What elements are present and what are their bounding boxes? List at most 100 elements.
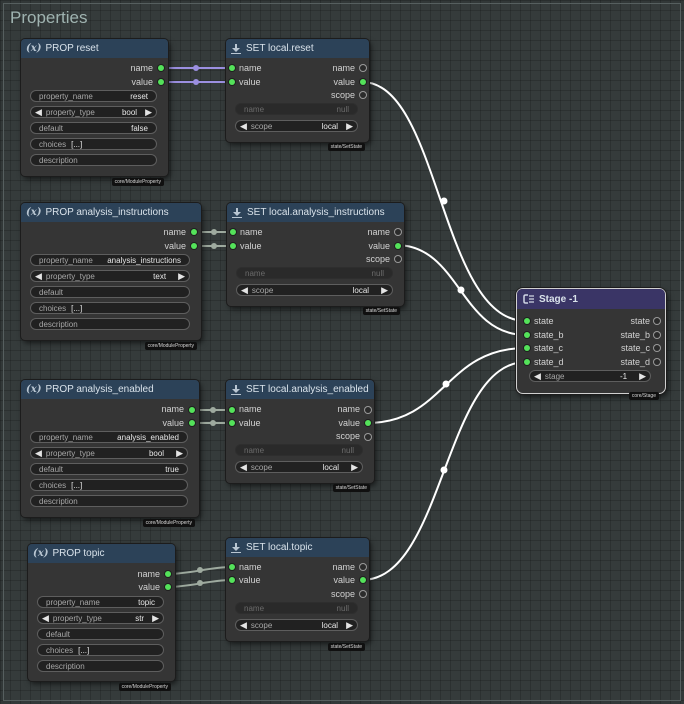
- choices-field[interactable]: choices[...]: [30, 138, 157, 150]
- node-header[interactable]: SET local.analysis_enabled: [226, 380, 374, 399]
- description-field[interactable]: description: [37, 660, 164, 672]
- output-dot-name[interactable]: [395, 229, 401, 235]
- input-dot-value[interactable]: [230, 243, 236, 249]
- set-node-analysis-enabled[interactable]: SET local.analysis_enabled name value na…: [226, 380, 374, 492]
- input-dot-state-b[interactable]: [524, 332, 530, 338]
- set-node-reset[interactable]: SET local.reset name value name value sc…: [226, 39, 369, 151]
- arrow-left-icon[interactable]: ◀: [35, 447, 42, 458]
- default-field[interactable]: default: [30, 286, 190, 298]
- node-header[interactable]: (x)PROP topic: [28, 544, 175, 563]
- arrow-left-icon[interactable]: ◀: [534, 370, 541, 381]
- output-dot-value[interactable]: [191, 243, 197, 249]
- node-header[interactable]: SET local.analysis_instructions: [227, 203, 404, 222]
- group-title[interactable]: Properties: [10, 8, 88, 27]
- node-header[interactable]: SET local.reset: [226, 39, 369, 58]
- output-dot-name[interactable]: [365, 407, 371, 413]
- output-dot-state-c[interactable]: [654, 345, 660, 351]
- choices-field[interactable]: choices[...]: [37, 644, 164, 656]
- output-dot-name[interactable]: [191, 229, 197, 235]
- arrow-right-icon[interactable]: ▶: [381, 284, 388, 295]
- input-dot-state-d[interactable]: [524, 359, 530, 365]
- description-field[interactable]: description: [30, 318, 190, 330]
- output-dot-name[interactable]: [165, 571, 171, 577]
- node-header[interactable]: Stage -1: [517, 289, 665, 309]
- output-dot-name[interactable]: [360, 65, 366, 71]
- node-header[interactable]: (x)PROP analysis_instructions: [21, 203, 201, 222]
- output-dot-state-b[interactable]: [654, 332, 660, 338]
- arrow-left-icon[interactable]: ◀: [42, 612, 49, 623]
- input-dot-value[interactable]: [229, 79, 235, 85]
- arrow-right-icon[interactable]: ▶: [178, 270, 185, 281]
- default-field[interactable]: default: [37, 628, 164, 640]
- arrow-left-icon[interactable]: ◀: [240, 619, 247, 630]
- node-header[interactable]: SET local.topic: [226, 538, 369, 557]
- node-header[interactable]: (x)PROP analysis_enabled: [21, 380, 199, 399]
- input-dot-value[interactable]: [229, 577, 235, 583]
- choices-field[interactable]: choices[...]: [30, 479, 188, 491]
- output-slot-name: name: [163, 227, 186, 237]
- description-field[interactable]: description: [30, 495, 188, 507]
- output-dot-value[interactable]: [360, 79, 366, 85]
- input-dot-name[interactable]: [229, 65, 235, 71]
- arrow-left-icon[interactable]: ◀: [240, 120, 247, 131]
- output-dot-name[interactable]: [158, 65, 164, 71]
- stage-combo[interactable]: ◀stage-1▶: [529, 370, 651, 382]
- input-dot-state[interactable]: [524, 318, 530, 324]
- input-dot-name[interactable]: [230, 229, 236, 235]
- prop-node-analysis-enabled[interactable]: (x)PROP analysis_enabled name value prop…: [21, 380, 199, 527]
- output-dot-scope[interactable]: [360, 92, 366, 98]
- arrow-right-icon[interactable]: ▶: [145, 106, 152, 117]
- set-node-topic[interactable]: SET local.topic name value name value sc…: [226, 538, 369, 651]
- output-dot-scope[interactable]: [395, 256, 401, 262]
- output-dot-value[interactable]: [165, 584, 171, 590]
- choices-field[interactable]: choices[...]: [30, 302, 190, 314]
- output-dot-value[interactable]: [365, 420, 371, 426]
- set-node-analysis-instructions[interactable]: SET local.analysis_instructions name val…: [227, 203, 404, 315]
- output-dot-scope[interactable]: [360, 591, 366, 597]
- arrow-left-icon[interactable]: ◀: [241, 284, 248, 295]
- properties-group[interactable]: Properties: [3, 3, 681, 701]
- arrow-right-icon[interactable]: ▶: [176, 447, 183, 458]
- input-dot-value[interactable]: [229, 420, 235, 426]
- output-dot-value[interactable]: [395, 243, 401, 249]
- output-dot-value[interactable]: [158, 79, 164, 85]
- prop-node-analysis-instructions[interactable]: (x)PROP analysis_instructions name value…: [21, 203, 201, 350]
- output-dot-value[interactable]: [360, 577, 366, 583]
- output-dot-name[interactable]: [360, 564, 366, 570]
- output-dot-value[interactable]: [189, 420, 195, 426]
- output-dot-state-d[interactable]: [654, 359, 660, 365]
- input-dot-name[interactable]: [229, 564, 235, 570]
- arrow-left-icon[interactable]: ◀: [240, 461, 247, 472]
- stage-node[interactable]: Stage -1 state state_b state_c state_d s…: [516, 288, 666, 400]
- arrow-left-icon[interactable]: ◀: [35, 106, 42, 117]
- arrow-left-icon[interactable]: ◀: [35, 270, 42, 281]
- node-header[interactable]: (x)PROP reset: [21, 39, 168, 58]
- input-dot-state-c[interactable]: [524, 345, 530, 351]
- arrow-right-icon[interactable]: ▶: [639, 370, 646, 381]
- output-dot-state[interactable]: [654, 318, 660, 324]
- description-field[interactable]: description: [30, 154, 157, 166]
- arrow-right-icon[interactable]: ▶: [351, 461, 358, 472]
- arrow-right-icon[interactable]: ▶: [346, 619, 353, 630]
- output-dot-name[interactable]: [189, 407, 195, 413]
- arrow-right-icon[interactable]: ▶: [152, 612, 159, 623]
- arrow-right-icon[interactable]: ▶: [346, 120, 353, 131]
- output-dot-scope[interactable]: [365, 434, 371, 440]
- input-dot-name[interactable]: [229, 407, 235, 413]
